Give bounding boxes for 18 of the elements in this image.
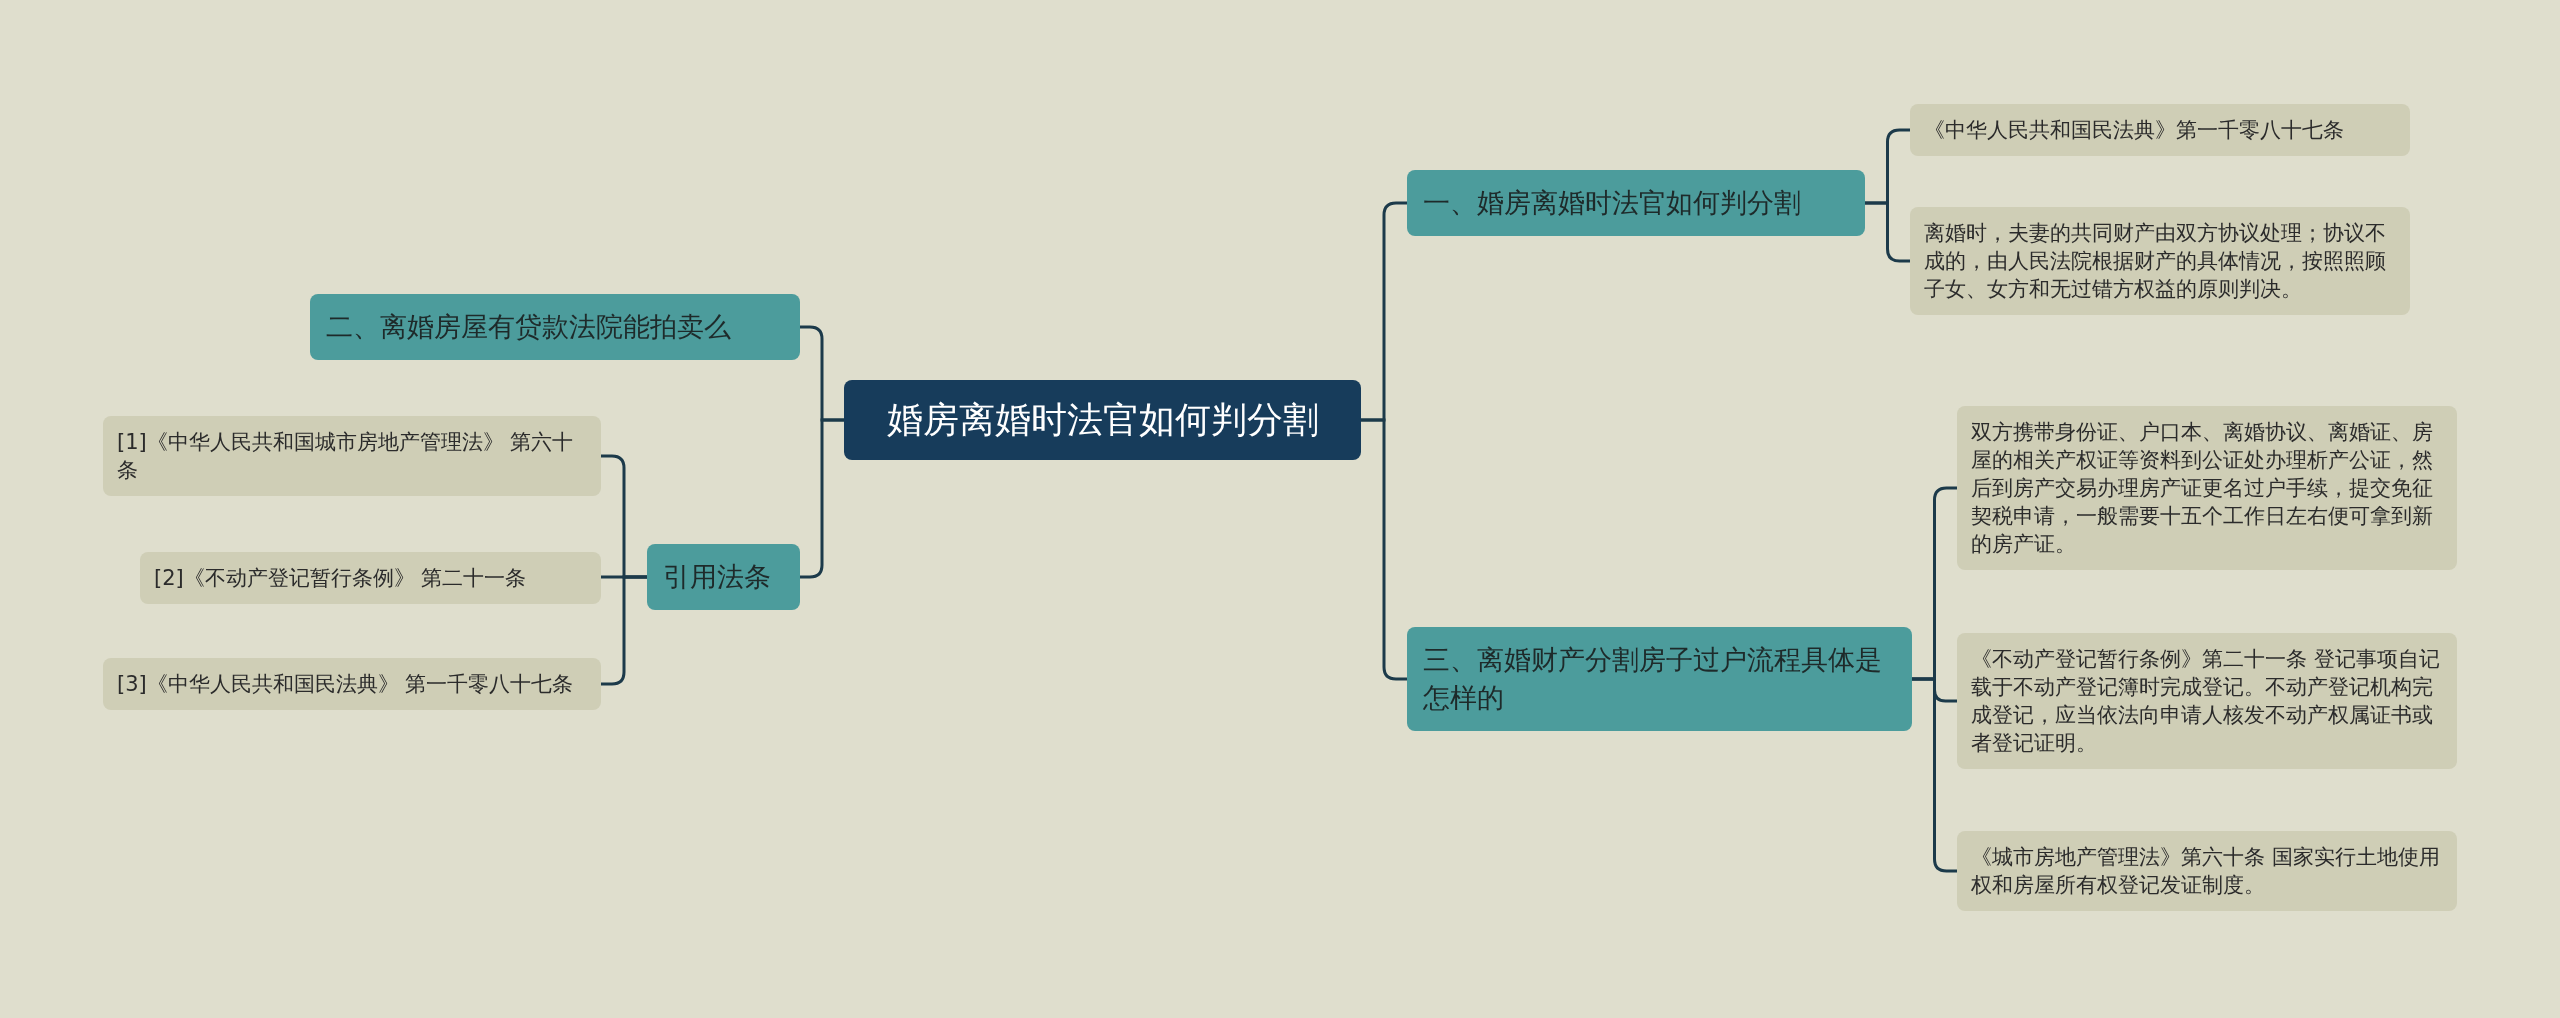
connector-line: [1361, 418, 1407, 681]
topic-box: 二、离婚房屋有贷款法院能拍卖么: [310, 294, 800, 360]
note-box: 离婚时，夫妻的共同财产由双方协议处理；协议不成的，由人民法院根据财产的具体情况，按照照顾子女、女方和无过错方权益的原则判决。: [1910, 207, 2410, 315]
topic-box: 一、婚房离婚时法官如何判分割: [1407, 170, 1865, 236]
note-box: [1]《中华人民共和国城市房地产管理法》 第六十条: [103, 416, 601, 496]
connector-line: [1912, 677, 1957, 873]
note-box: [3]《中华人民共和国民法典》 第一千零八十七条: [103, 658, 601, 710]
topic-box: 引用法条: [647, 544, 800, 610]
connector-line: [800, 418, 844, 579]
topic-box: 三、离婚财产分割房子过户流程具体是怎样的: [1407, 627, 1912, 731]
note-box: 《不动产登记暂行条例》第二十一条 登记事项自记载于不动产登记簿时完成登记。不动产登记机构完成登记，应当依法向申请人核发不动产权属证书或者登记证明。: [1957, 633, 2457, 769]
connector-line: [601, 575, 647, 686]
note-box: 《城市房地产管理法》第六十条 国家实行土地使用权和房屋所有权登记发证制度。: [1957, 831, 2457, 911]
note-box: 《中华人民共和国民法典》第一千零八十七条: [1910, 104, 2410, 156]
connector-line: [1865, 201, 1910, 263]
note-box: [2]《不动产登记暂行条例》 第二十一条: [140, 552, 601, 604]
note-box: 双方携带身份证、户口本、离婚协议、离婚证、房屋的相关产权证等资料到公证处办理析产公证，然后到房产交易办理房产证更名过户手续，提交免征契税申请，一般需要十五个工作日左右便可拿到新的房产证。: [1957, 406, 2457, 570]
central-topic-box: 婚房离婚时法官如何判分割: [844, 380, 1361, 460]
